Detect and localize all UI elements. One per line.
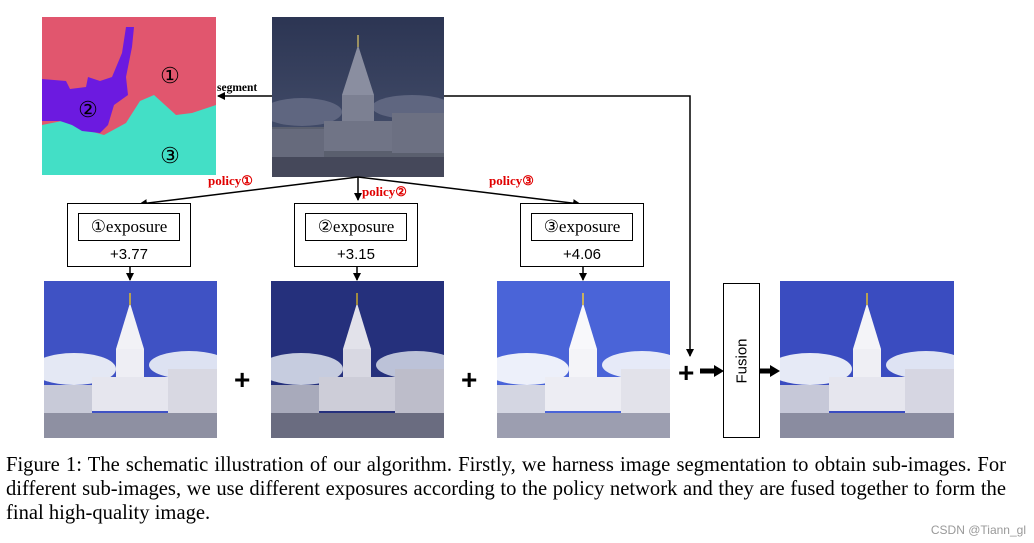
exposure-2-value: +3.15 — [337, 246, 375, 263]
exposure-1-box: ①exposure +3.77 — [67, 203, 191, 267]
skip-connection-arrow — [444, 95, 694, 357]
segmentation-map: ① ② ③ — [42, 17, 216, 175]
policy-1-arrow — [139, 176, 359, 208]
figure-caption: Figure 1: The schematic illustration of … — [6, 454, 1006, 524]
policy-2-label: policy② — [362, 184, 407, 199]
region-2-label: ② — [78, 98, 98, 123]
watermark: CSDN @Tiann_gl — [930, 523, 1026, 537]
policy-3-arrow — [357, 176, 581, 208]
plus-sign-2: + — [461, 364, 478, 395]
fusion-out-arrowhead — [770, 365, 780, 377]
exposure-1-photo — [44, 281, 217, 438]
policy-1-label: policy① — [208, 173, 253, 188]
exposure-3-label: ③exposure — [531, 213, 633, 241]
plus-sign-1: + — [234, 364, 251, 395]
policy-3-label: policy③ — [489, 173, 534, 188]
fusion-label: Fusion — [733, 337, 750, 384]
exposure-2-label: ②exposure — [305, 213, 407, 241]
exposure-1-label: ①exposure — [78, 213, 180, 241]
plus-sign-3: + — [678, 357, 695, 388]
input-photo — [272, 17, 444, 177]
exposure-3-value: +4.06 — [563, 246, 601, 263]
region-2-area — [42, 27, 134, 133]
exposure-3-box: ③exposure +4.06 — [520, 203, 644, 267]
exposure-1-value: +3.77 — [110, 246, 148, 263]
fusion-in-arrowhead — [714, 365, 724, 377]
exposure-2-photo — [271, 281, 444, 438]
region-3-label: ③ — [160, 144, 180, 169]
segment-label: segment — [217, 82, 258, 94]
fusion-box: Fusion — [723, 283, 760, 438]
region-1-label: ① — [160, 64, 180, 89]
exposure-2-box: ②exposure +3.15 — [294, 203, 418, 267]
fused-photo — [780, 281, 954, 438]
region-3-area — [42, 95, 216, 175]
exposure-3-photo — [497, 281, 670, 438]
